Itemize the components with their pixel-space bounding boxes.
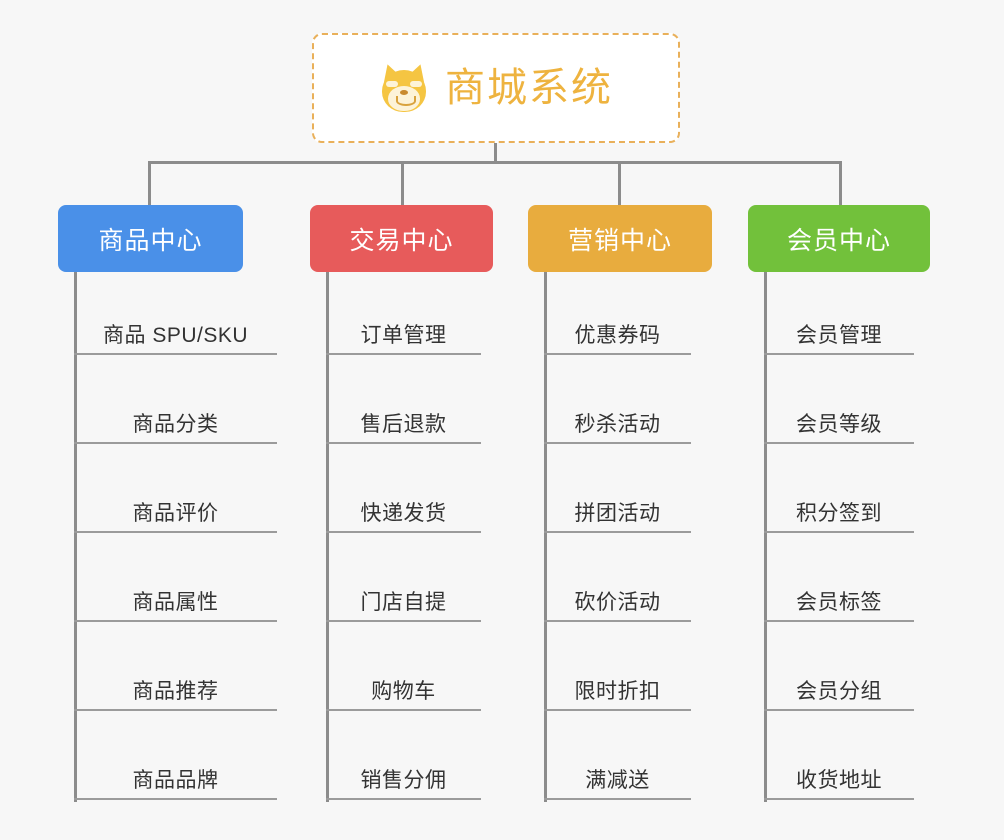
leaf-item[interactable]: 拼团活动: [544, 477, 691, 533]
leaf-item[interactable]: 商品属性: [74, 566, 277, 622]
leaf-item-label: 优惠券码: [574, 324, 661, 347]
leaf-item[interactable]: 会员等级: [764, 388, 914, 444]
category-header-label: 营销中心: [567, 226, 672, 255]
column-spine-1: [74, 272, 77, 802]
connector-drop-2: [401, 161, 404, 207]
category-header-label: 会员中心: [786, 226, 891, 255]
connector-horizontal-bus: [148, 161, 842, 164]
shiba-dog-icon: [378, 61, 430, 112]
leaf-item-label: 售后退款: [360, 413, 447, 436]
category-header-2[interactable]: 交易中心: [310, 205, 493, 272]
leaf-item[interactable]: 售后退款: [326, 388, 481, 444]
leaf-item[interactable]: 销售分佣: [326, 744, 481, 800]
leaf-item-label: 会员标签: [796, 591, 882, 614]
leaf-item[interactable]: 商品分类: [74, 388, 277, 444]
leaf-item-label: 快递发货: [360, 502, 447, 525]
leaf-item-label: 商品品牌: [132, 769, 219, 792]
leaf-item-label: 商品推荐: [132, 680, 219, 703]
leaf-item[interactable]: 购物车: [326, 655, 481, 711]
leaf-item[interactable]: 会员分组: [764, 655, 914, 711]
leaf-item[interactable]: 商品品牌: [74, 744, 277, 800]
connector-drop-3: [618, 161, 621, 207]
leaf-item-label: 满减送: [585, 769, 650, 792]
leaf-item-label: 收货地址: [796, 769, 882, 792]
leaf-item-label: 订单管理: [360, 324, 447, 347]
leaf-item[interactable]: 满减送: [544, 744, 691, 800]
connector-drop-4: [839, 161, 842, 207]
root-node[interactable]: 商城系统: [312, 33, 680, 143]
column-spine-2: [326, 272, 329, 802]
leaf-item-label: 商品分类: [132, 413, 219, 436]
leaf-item-label: 秒杀活动: [574, 413, 661, 436]
leaf-item[interactable]: 快递发货: [326, 477, 481, 533]
leaf-item-label: 销售分佣: [360, 769, 447, 792]
leaf-item[interactable]: 砍价活动: [544, 566, 691, 622]
leaf-item[interactable]: 门店自提: [326, 566, 481, 622]
leaf-item-label: 会员等级: [796, 413, 882, 436]
leaf-item-label: 购物车: [371, 680, 436, 703]
column-spine-3: [544, 272, 547, 802]
connector-root-stem: [494, 143, 497, 163]
category-header-4[interactable]: 会员中心: [748, 205, 930, 272]
leaf-item-label: 砍价活动: [574, 591, 661, 614]
leaf-item-label: 积分签到: [796, 502, 882, 525]
leaf-item-label: 商品评价: [132, 502, 219, 525]
leaf-item[interactable]: 订单管理: [326, 299, 481, 355]
leaf-item[interactable]: 商品推荐: [74, 655, 277, 711]
leaf-item[interactable]: 秒杀活动: [544, 388, 691, 444]
leaf-item-label: 门店自提: [360, 591, 447, 614]
category-header-label: 交易中心: [349, 226, 454, 255]
leaf-item[interactable]: 会员管理: [764, 299, 914, 355]
root-title: 商城系统: [445, 66, 613, 110]
leaf-item[interactable]: 商品 SPU/SKU: [74, 299, 277, 355]
leaf-item-label: 商品 SPU/SKU: [102, 324, 249, 347]
leaf-item-label: 限时折扣: [574, 680, 661, 703]
leaf-item[interactable]: 限时折扣: [544, 655, 691, 711]
leaf-item[interactable]: 会员标签: [764, 566, 914, 622]
connector-drop-1: [148, 161, 151, 207]
leaf-item[interactable]: 优惠券码: [544, 299, 691, 355]
leaf-item-label: 会员管理: [796, 324, 882, 347]
leaf-item[interactable]: 收货地址: [764, 744, 914, 800]
column-spine-4: [764, 272, 767, 802]
category-header-1[interactable]: 商品中心: [58, 205, 243, 272]
leaf-item-label: 会员分组: [796, 680, 882, 703]
category-header-label: 商品中心: [98, 226, 203, 255]
leaf-item[interactable]: 积分签到: [764, 477, 914, 533]
leaf-item-label: 商品属性: [132, 591, 219, 614]
category-header-3[interactable]: 营销中心: [528, 205, 712, 272]
leaf-item[interactable]: 商品评价: [74, 477, 277, 533]
leaf-item-label: 拼团活动: [574, 502, 661, 525]
